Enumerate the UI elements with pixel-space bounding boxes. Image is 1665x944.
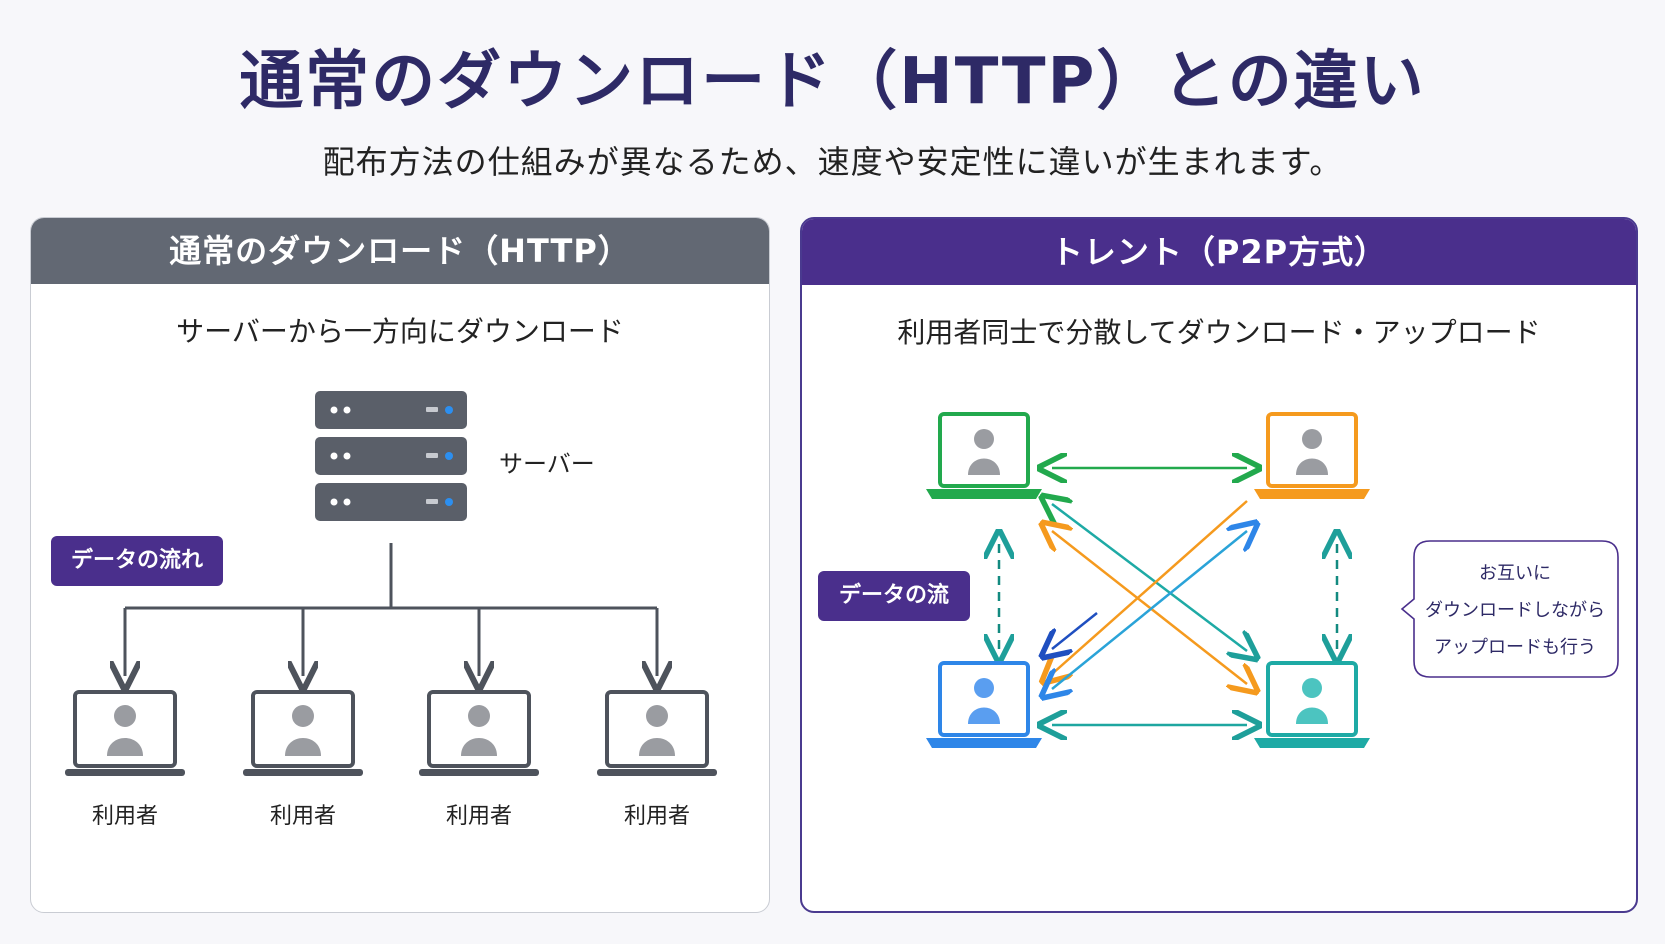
peer-laptop-icon — [926, 412, 1042, 499]
p2p-arrow-short — [1052, 612, 1098, 649]
http-panel-caption: サーバーから一方向にダウンロード — [176, 315, 624, 348]
user-label: 利用者 — [269, 804, 336, 829]
user-label: 利用者 — [623, 804, 690, 829]
http-panel: 通常のダウンロード（HTTP） サーバーから一方向にダウンロード — [30, 217, 770, 913]
p2p-panel: トレント（P2P方式） 利用者同士で分散してダウンロード・アップロード — [800, 217, 1638, 913]
peer-laptop-icon — [926, 661, 1042, 748]
server-icon — [315, 391, 467, 521]
http-diagram — [65, 391, 717, 776]
p2p-diagram — [926, 412, 1619, 748]
speech-bubble-shape — [1400, 540, 1619, 678]
user-laptop-icon — [419, 690, 539, 776]
user-laptop-icon — [243, 690, 363, 776]
p2p-arrow-diagonal — [1052, 531, 1247, 689]
data-flow-badge: データの流れ — [818, 571, 970, 658]
p2p-panel-caption: 利用者同士で分散してダウンロード・アップロード — [897, 316, 1541, 349]
download-tree-connector — [125, 543, 657, 610]
user-laptop-icon — [597, 690, 717, 776]
peer-laptop-icon — [1254, 661, 1370, 748]
server-label: サーバー — [499, 450, 595, 478]
bubble-line: アップロードも行う — [1434, 637, 1596, 658]
speech-bubble: お互いに ダウンロードしながら アップロードも行う — [1414, 545, 1616, 677]
page-subtitle: 配布方法の仕組みが異なるため、速度や安定性に違いが生まれます。 — [322, 143, 1343, 181]
download-arrows — [125, 608, 657, 676]
user-laptop-icon — [65, 690, 185, 776]
user-label: 利用者 — [91, 804, 158, 829]
p2p-panel-header: トレント（P2P方式） — [802, 219, 1636, 285]
peer-laptop-icon — [1254, 412, 1370, 499]
user-label: 利用者 — [445, 804, 512, 829]
bubble-line: ダウンロードしながら — [1425, 600, 1605, 621]
bubble-line: お互いに — [1479, 563, 1551, 584]
page-title: 通常のダウンロード（HTTP）との違い — [239, 45, 1426, 119]
data-flow-badge: データの流れ — [51, 536, 223, 586]
http-panel-header: 通常のダウンロード（HTTP） — [31, 218, 769, 284]
